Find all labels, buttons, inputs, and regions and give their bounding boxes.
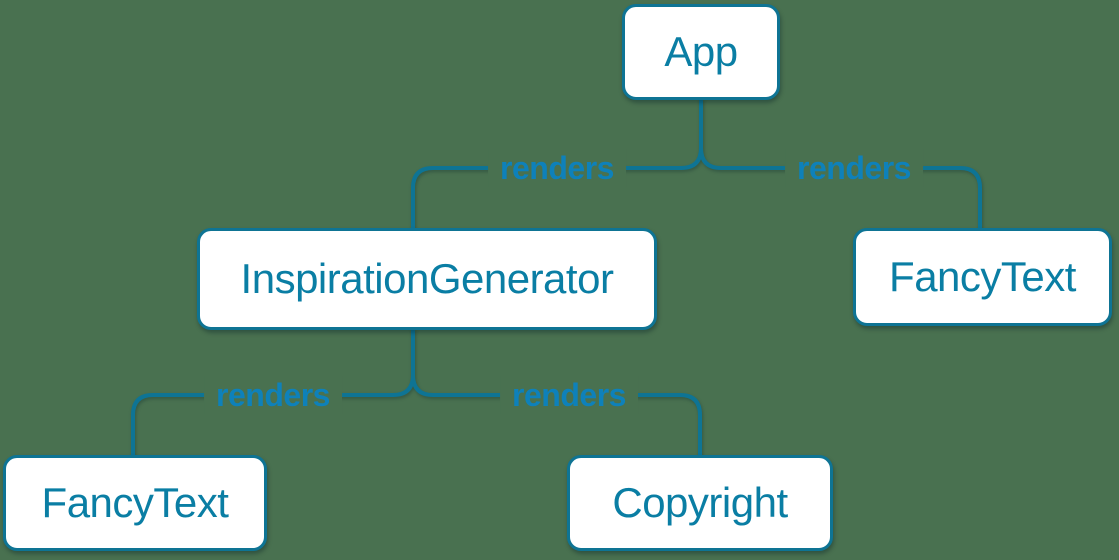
node-label: InspirationGenerator xyxy=(240,255,614,302)
node-label: FancyText xyxy=(889,253,1076,300)
node-fancy-text-top: FancyText xyxy=(853,228,1112,326)
node-label: FancyText xyxy=(41,479,229,526)
edge-label-renders: renders xyxy=(488,149,626,187)
node-inspiration-generator: InspirationGenerator xyxy=(197,228,657,330)
node-label: App xyxy=(664,28,738,75)
node-fancy-text-bottom: FancyText xyxy=(3,455,267,551)
edge-label-renders: renders xyxy=(785,149,923,187)
node-copyright: Copyright xyxy=(567,455,833,551)
node-label: Copyright xyxy=(612,479,788,526)
edge-label-renders: renders xyxy=(500,376,638,414)
edge-label-renders: renders xyxy=(204,376,342,414)
node-app: App xyxy=(622,4,780,100)
